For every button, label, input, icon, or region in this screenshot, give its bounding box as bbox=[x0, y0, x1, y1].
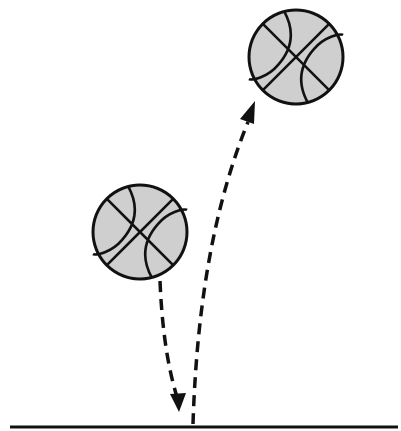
fall-arrowhead bbox=[170, 393, 186, 412]
ball-falling bbox=[93, 185, 187, 279]
bounce-path bbox=[193, 122, 248, 424]
ball-rising bbox=[249, 10, 343, 104]
fall-path bbox=[160, 281, 177, 397]
bounce-arrowhead bbox=[240, 101, 255, 124]
